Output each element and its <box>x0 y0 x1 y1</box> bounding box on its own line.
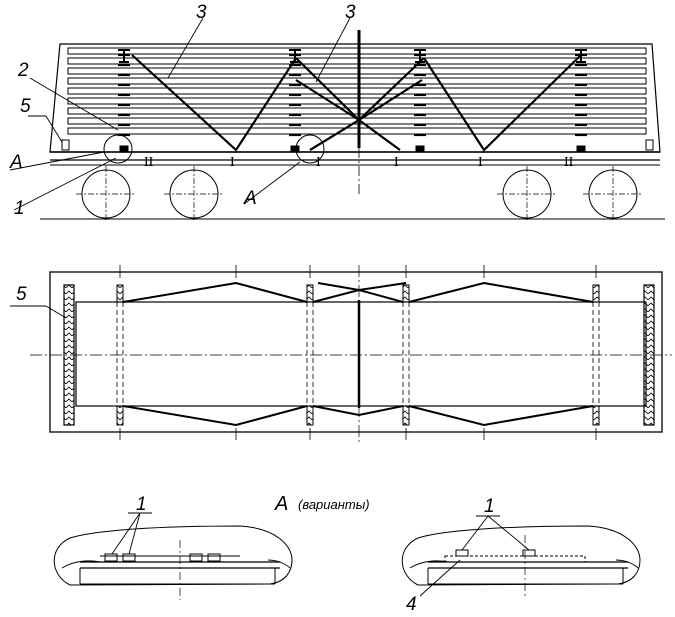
leader-3b <box>315 17 351 83</box>
sheet <box>67 57 647 65</box>
block-right-1 <box>455 549 469 557</box>
label-1-detail-right: 1 <box>484 496 495 517</box>
leader-5b-b <box>45 305 67 319</box>
detail-variant-right <box>401 515 641 598</box>
end-stop-left <box>61 139 70 151</box>
detail-variant-left <box>53 512 293 600</box>
stake-top <box>402 284 410 303</box>
support-mark: II <box>564 155 574 170</box>
top-view <box>10 265 672 442</box>
support-mark: I <box>478 155 483 170</box>
detail-left-curve <box>61 559 291 569</box>
detail-right-curve <box>409 559 639 569</box>
label-a-center: A <box>243 188 257 209</box>
leader-1b-b <box>128 512 141 555</box>
stake-top <box>306 284 314 303</box>
sheet-stack <box>67 47 647 152</box>
support-mark: I <box>316 155 321 170</box>
leader-5a-b <box>45 115 63 143</box>
support-block <box>415 145 425 152</box>
stake-top <box>592 284 600 303</box>
tie-down-wires <box>131 54 582 152</box>
sheet <box>67 87 647 95</box>
detail-circle-a-center <box>295 134 325 164</box>
leader-1c-a <box>461 515 489 551</box>
stake-bottom <box>116 405 124 426</box>
leader-2 <box>29 77 119 131</box>
stake-bottom <box>402 405 410 426</box>
sheet <box>67 47 647 55</box>
label-5-top: 5 <box>16 284 27 305</box>
wire <box>358 79 423 121</box>
leader-1c-b <box>487 515 530 551</box>
anchor-mark <box>118 49 130 63</box>
block-left-1 <box>104 553 118 562</box>
label-3-left: 3 <box>196 2 207 23</box>
leader-3a <box>167 17 204 79</box>
support-block <box>119 145 129 152</box>
end-stop-right <box>645 139 654 151</box>
label-a-left: A <box>9 152 23 173</box>
top-outer-frame <box>49 271 663 433</box>
wire <box>131 54 297 152</box>
label-5-side: 5 <box>20 96 31 117</box>
leader-a2 <box>243 161 301 205</box>
detail-title-note: (варианты) <box>298 497 370 512</box>
sheet <box>67 67 647 75</box>
leader-a1 <box>9 151 105 171</box>
wire <box>423 54 582 152</box>
wheel-set <box>76 166 643 222</box>
support-mark: II <box>144 155 154 170</box>
detail-right-outline <box>401 525 641 586</box>
top-load-area <box>75 301 647 407</box>
block-left-4 <box>207 553 221 562</box>
side-view <box>9 17 665 222</box>
label-2: 2 <box>17 60 29 81</box>
leader-1a <box>13 157 117 211</box>
leader-1b-a <box>111 512 141 555</box>
detail-right-mat <box>444 555 586 563</box>
wire-top <box>408 405 594 427</box>
support-mark: I <box>394 155 399 170</box>
sheet <box>67 97 647 105</box>
wire-top <box>312 405 404 417</box>
wire-top <box>408 281 594 303</box>
label-1-detail-left: 1 <box>136 494 147 515</box>
stake-bottom <box>306 405 314 426</box>
sheet <box>67 77 647 85</box>
wire <box>295 79 360 121</box>
leader-4 <box>419 559 461 597</box>
support-mark: I <box>230 155 235 170</box>
detail-title-letter: A <box>274 493 288 515</box>
detail-circle-a-left <box>103 134 133 164</box>
sheet <box>67 107 647 115</box>
support-block <box>576 145 586 152</box>
sheet <box>67 127 647 135</box>
block-left-2 <box>122 553 136 562</box>
stake-bottom <box>592 405 600 426</box>
support-block <box>290 145 300 152</box>
stake-posts <box>116 265 600 440</box>
wire-top <box>122 281 308 303</box>
detail-left-outline <box>53 525 293 586</box>
label-3-right: 3 <box>345 2 356 23</box>
block-left-3 <box>189 553 203 562</box>
end-wall-right <box>643 284 655 426</box>
stake-top <box>116 284 124 303</box>
top-wires <box>122 281 594 427</box>
wire-top <box>122 405 308 427</box>
wire-top <box>317 282 407 292</box>
label-4: 4 <box>406 594 417 615</box>
label-1-side: 1 <box>14 198 25 219</box>
end-wall-left <box>63 284 75 426</box>
